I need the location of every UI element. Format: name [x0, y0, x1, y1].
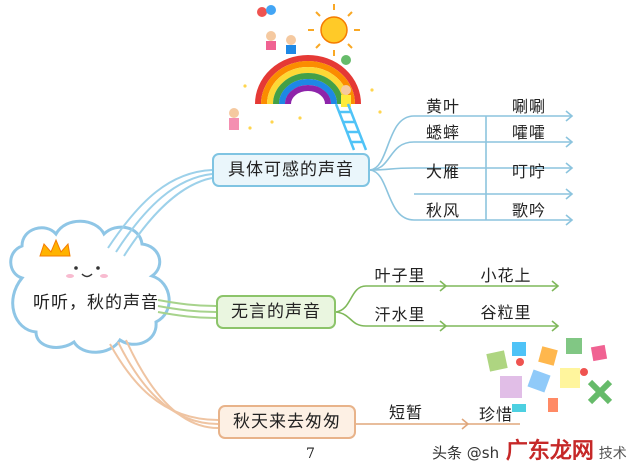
watermark-site: 广东龙网 — [505, 439, 594, 464]
branch2-connectors — [335, 280, 560, 332]
branch-node-concrete-sounds: 具体可感的声音 — [212, 153, 370, 187]
leaf-right: 叮咛 — [511, 162, 546, 181]
branch1-connectors — [369, 110, 574, 226]
branch3-connectors — [356, 418, 520, 430]
page-number: 7 — [306, 446, 315, 462]
root-node-label: 听听，秋的声音 — [33, 293, 159, 313]
leaf-left: 秋风 — [425, 201, 460, 220]
blocks-illustration — [486, 338, 613, 412]
leaf-right: 小花上 — [480, 266, 532, 285]
leaf-left: 黄叶 — [425, 97, 460, 116]
leaf-right: 歌吟 — [511, 201, 546, 220]
leaf-left: 汗水里 — [374, 305, 426, 324]
branch-node-silent-sounds: 无言的声音 — [216, 295, 336, 329]
branch-node-autumn-passes: 秋天来去匆匆 — [218, 405, 356, 439]
watermark-handle: @sh — [466, 444, 500, 462]
root-cloud — [9, 219, 171, 354]
leaf-left: 叶子里 — [374, 266, 426, 285]
leaf-right: 谷粒里 — [480, 303, 532, 322]
sun-icon — [308, 4, 360, 56]
watermark-suffix: 技术 — [598, 446, 627, 462]
leaf-left: 大雁 — [425, 162, 460, 181]
leaf-right: 唰唰 — [511, 97, 546, 116]
watermark-prefix: 头条 — [432, 444, 463, 462]
leaf-left: 蟋蟀 — [425, 123, 460, 142]
root-connectors — [107, 169, 219, 429]
crown-icon — [39, 238, 71, 257]
leaf-left: 短暂 — [388, 403, 423, 422]
watermark: 头条 @sh 广东龙网 技术 — [432, 433, 627, 465]
rainbow-illustration — [229, 4, 382, 151]
leaf-right: 嚯嚯 — [511, 123, 546, 142]
leaf-right: 珍惜 — [478, 405, 513, 424]
